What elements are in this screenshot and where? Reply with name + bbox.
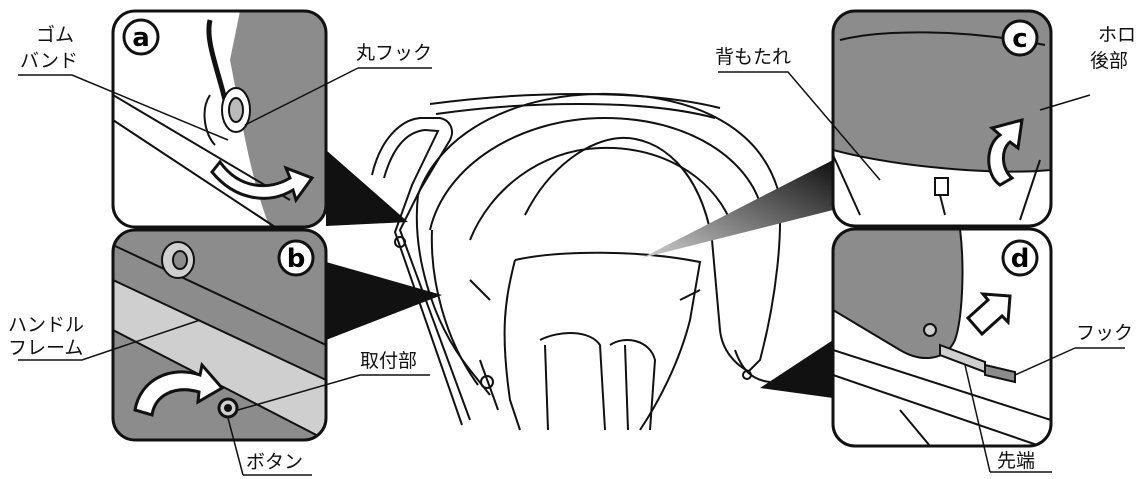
callout-wedge-c (642, 160, 833, 258)
callout-wedge-b (326, 262, 442, 340)
label-rubber-band-line1: ゴム (36, 24, 75, 46)
label-handle-frame-line1: ハンドル (8, 314, 85, 336)
label-attachment: 取付部 (360, 350, 418, 372)
svg-text:c: c (1012, 24, 1027, 54)
label-rubber-band-line2: バンド (20, 50, 78, 72)
label-tip: 先端 (997, 450, 1036, 472)
callout-wedge-a (326, 150, 408, 226)
rotate-arrow-b (133, 361, 225, 417)
panel-d (833, 229, 1051, 446)
label-button: ボタン (246, 451, 304, 473)
label-hook: フック (1076, 322, 1134, 344)
callout-wedge-d (760, 340, 833, 398)
label-backrest: 背もたれ (715, 46, 792, 68)
stroller-illustration (371, 92, 781, 431)
label-round-hook: 丸フック (356, 42, 433, 64)
leader-lines (18, 67, 1125, 476)
rotate-arrow-a (210, 159, 315, 204)
svg-text:a: a (132, 23, 150, 53)
svg-text:d: d (1011, 244, 1030, 274)
label-hood-rear-line1: ホロ (1098, 24, 1137, 46)
badge-d: d (1001, 239, 1039, 277)
push-arrow-d (965, 292, 1012, 337)
svg-text:b: b (287, 244, 306, 274)
rotate-arrow-c (987, 117, 1024, 187)
seat-outline (514, 251, 702, 431)
label-hood-rear-line2: 後部 (1090, 50, 1129, 72)
label-handle-frame-line2: フレーム (8, 337, 84, 359)
hood-outline (417, 92, 781, 373)
badge-a: a (122, 18, 160, 56)
badge-b: b (277, 239, 315, 277)
panel-a (113, 11, 326, 227)
badge-c: c (1001, 19, 1039, 57)
left-frame (371, 117, 471, 421)
hood-tip-d (923, 323, 937, 337)
